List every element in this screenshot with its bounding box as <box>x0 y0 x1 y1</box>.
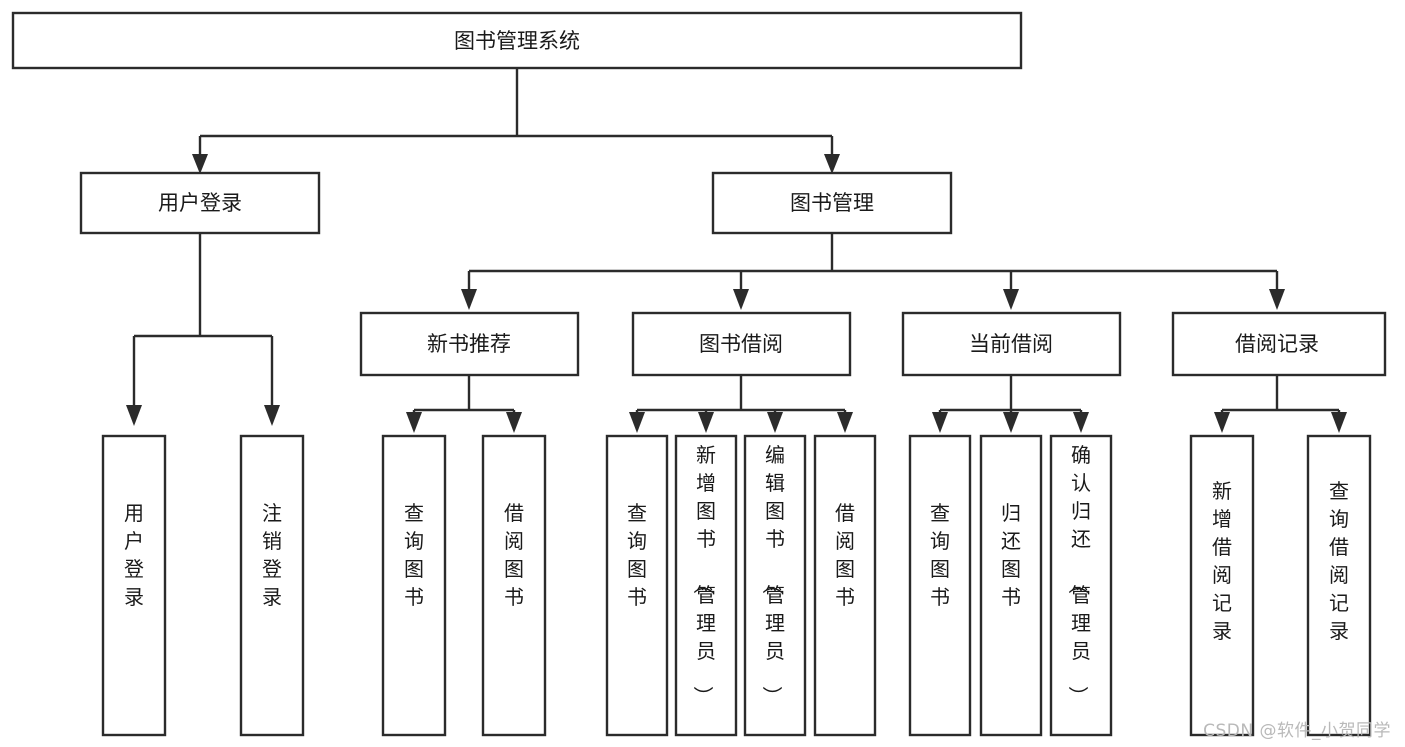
node-current-borrow-box[interactable] <box>901 311 1122 377</box>
arrow-head-to-book-manage <box>824 154 840 174</box>
node-leaf-add-book-box[interactable] <box>674 434 738 737</box>
node-book-borrow-box[interactable] <box>631 311 852 377</box>
node-leaf-borrow-book-1-box[interactable] <box>481 434 547 737</box>
node-leaf-query-record[interactable]: 查询借阅记录 <box>1306 434 1372 737</box>
arrow-head-to-leaf-query-book-1 <box>406 412 422 433</box>
node-leaf-user-login[interactable]: 用户登录 <box>101 434 167 737</box>
node-user-login-box[interactable] <box>79 171 321 235</box>
node-leaf-query-book-1[interactable]: 查询图书 <box>381 434 447 737</box>
node-leaf-borrow-book-1-label: 借阅图书 <box>504 501 524 609</box>
arrow-head-to-leaf-return-book <box>1003 412 1019 433</box>
connector-layer <box>126 68 1347 433</box>
node-user-login-label: 用户登录 <box>158 191 242 215</box>
node-current-borrow-label: 当前借阅 <box>969 332 1053 356</box>
node-leaf-edit-book-label: 编辑图书（管理员） <box>760 443 785 706</box>
node-book-borrow[interactable]: 图书借阅 <box>631 311 852 377</box>
arrow-head-to-leaf-logout <box>264 405 280 426</box>
node-leaf-return-book-label: 归还图书 <box>1001 501 1021 609</box>
node-new-book-rec-box[interactable] <box>359 311 580 377</box>
node-leaf-query-book-2-label: 查询图书 <box>627 501 647 609</box>
node-leaf-add-record[interactable]: 新增借阅记录 <box>1189 434 1255 737</box>
node-leaf-add-book-label: 新增图书（管理员） <box>691 443 716 706</box>
node-root[interactable]: 图书管理系统 <box>11 11 1023 70</box>
node-leaf-user-login-label: 用户登录 <box>124 501 144 609</box>
node-leaf-logout-box[interactable] <box>239 434 305 737</box>
node-leaf-query-book-3[interactable]: 查询图书 <box>908 434 972 737</box>
node-new-book-rec-label: 新书推荐 <box>427 332 511 356</box>
node-leaf-query-book-1-label: 查询图书 <box>404 501 424 609</box>
csdn-watermark: CSDN @软件_小贺同学 <box>1203 721 1391 741</box>
node-borrow-record[interactable]: 借阅记录 <box>1171 311 1387 377</box>
node-book-manage-box[interactable] <box>711 171 953 235</box>
node-leaf-borrow-book-2-label: 借阅图书 <box>835 501 855 609</box>
arrow-head-to-leaf-query-record <box>1331 412 1347 433</box>
arrow-head-to-leaf-edit-book <box>767 412 783 433</box>
node-leaf-user-login-box[interactable] <box>101 434 167 737</box>
connector-user-login-trunk <box>132 233 274 412</box>
arrow-head-to-leaf-add-book <box>698 412 714 433</box>
connector-book-borrow-trunk <box>635 376 847 418</box>
arrow-head-to-current-borrow <box>1003 289 1019 310</box>
connector-borrow-record-trunk <box>1220 376 1341 418</box>
node-borrow-record-label: 借阅记录 <box>1235 332 1319 356</box>
arrow-head-to-borrow-record <box>1269 289 1285 310</box>
node-leaf-return-book[interactable]: 归还图书 <box>979 434 1043 737</box>
connector-new-book-rec-trunk <box>412 376 516 418</box>
arrow-head-to-leaf-user-login <box>126 405 142 426</box>
node-leaf-confirm-return-box[interactable] <box>1049 434 1113 737</box>
node-leaf-query-record-box[interactable] <box>1306 434 1372 737</box>
node-leaf-add-record-box[interactable] <box>1189 434 1255 737</box>
node-leaf-query-record-label: 查询借阅记录 <box>1329 479 1349 643</box>
node-borrow-record-box[interactable] <box>1171 311 1387 377</box>
node-leaf-query-book-3-label: 查询图书 <box>930 501 950 609</box>
node-leaf-edit-book[interactable]: 编辑图书（管理员） <box>743 434 807 737</box>
arrow-head-to-leaf-add-record <box>1214 412 1230 433</box>
node-root-label: 图书管理系统 <box>454 29 580 53</box>
node-leaf-logout[interactable]: 注销登录 <box>239 434 305 737</box>
node-current-borrow[interactable]: 当前借阅 <box>901 311 1122 377</box>
node-leaf-borrow-book-2[interactable]: 借阅图书 <box>813 434 877 737</box>
connector-book-manage-trunk <box>467 233 1279 296</box>
node-leaf-borrow-book-2-box[interactable] <box>813 434 877 737</box>
node-root-box[interactable] <box>11 11 1023 70</box>
arrow-head-to-new-book-rec <box>461 289 477 310</box>
node-leaf-return-book-box[interactable] <box>979 434 1043 737</box>
node-leaf-query-book-2-box[interactable] <box>605 434 669 737</box>
node-new-book-rec[interactable]: 新书推荐 <box>359 311 580 377</box>
connector-current-borrow-trunk <box>938 376 1083 418</box>
arrow-head-to-leaf-borrow-book-1 <box>506 412 522 433</box>
node-leaf-query-book-3-box[interactable] <box>908 434 972 737</box>
node-leaf-add-record-label: 新增借阅记录 <box>1212 479 1232 643</box>
arrow-head-to-leaf-confirm-return <box>1073 412 1089 433</box>
node-leaf-logout-label: 注销登录 <box>262 501 282 609</box>
node-book-manage-label: 图书管理 <box>790 191 874 215</box>
node-user-login[interactable]: 用户登录 <box>79 171 321 235</box>
arrow-head-to-leaf-query-book-3 <box>932 412 948 433</box>
node-book-borrow-label: 图书借阅 <box>699 332 783 356</box>
node-leaf-edit-book-box[interactable] <box>743 434 807 737</box>
node-book-manage[interactable]: 图书管理 <box>711 171 953 235</box>
node-leaf-confirm-return-label: 确认归还（管理员） <box>1066 443 1091 706</box>
node-leaf-confirm-return[interactable]: 确认归还（管理员） <box>1049 434 1113 737</box>
node-leaf-query-book-1-box[interactable] <box>381 434 447 737</box>
leaf-node-layer: 用户登录 注销登录 查询图书 借阅图书 查询图书 新增图书（管理员） <box>101 434 1372 737</box>
arrow-head-to-leaf-query-book-2 <box>629 412 645 433</box>
arrow-head-to-book-borrow <box>733 289 749 310</box>
arrow-head-to-leaf-borrow-book-2 <box>837 412 853 433</box>
node-leaf-add-book[interactable]: 新增图书（管理员） <box>674 434 738 737</box>
arrow-head-to-user-login <box>192 154 208 174</box>
node-leaf-query-book-2[interactable]: 查询图书 <box>605 434 669 737</box>
node-leaf-borrow-book-1[interactable]: 借阅图书 <box>481 434 547 737</box>
connector-root-trunk <box>198 68 834 162</box>
